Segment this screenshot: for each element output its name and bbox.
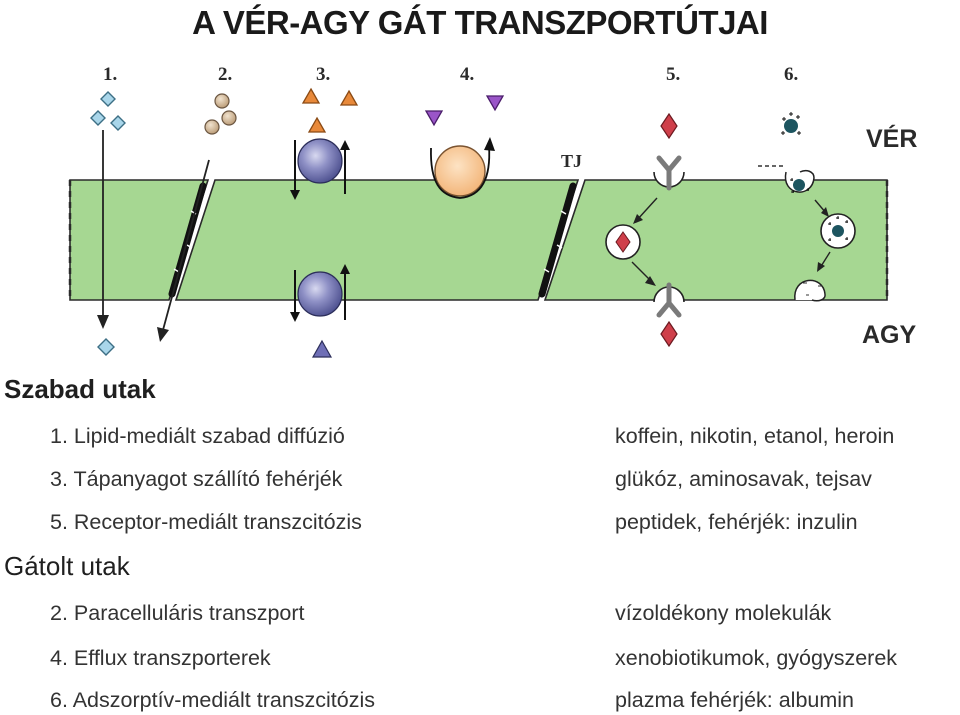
route-number-6: 6.: [784, 64, 798, 85]
route-2-paracellular: [157, 93, 237, 342]
route-number-1: 1.: [103, 64, 117, 85]
route-3-carrier-transport: [290, 87, 359, 358]
route-name: 3. Tápanyagot szállító fehérjék: [50, 467, 343, 491]
receptor-y-icon: [656, 282, 682, 318]
endothelial-cell-2: [174, 179, 580, 301]
tight-junction-label: TJ: [561, 151, 582, 171]
solute-diamond-icon: [100, 91, 116, 107]
route-examples: vízoldékony molekulák: [615, 601, 832, 625]
nutrient-triangle-icon: [339, 89, 359, 106]
route-5-receptor-transcytosis: [605, 112, 685, 348]
efflux-pump: [434, 145, 486, 197]
arrow-down-icon: [157, 327, 169, 342]
xenobiotic-triangle-icon: [424, 110, 444, 127]
route-examples: xenobiotikumok, gyógyszerek: [615, 646, 898, 670]
solute-diamond-icon: [97, 338, 115, 356]
route-examples: glükóz, aminosavak, tejsav: [615, 467, 872, 491]
solute-diamond-icon: [90, 110, 106, 126]
ligand-diamond-icon: [660, 320, 678, 348]
route-name: 5. Receptor-mediált transzcitózis: [50, 510, 362, 534]
free-routes-heading: Szabad utak: [4, 374, 156, 404]
route-examples: koffein, nikotin, etanol, heroin: [615, 424, 895, 448]
xenobiotic-triangle-icon: [485, 95, 505, 112]
endothelial-cell-layer: [69, 179, 888, 301]
carrier-protein-top: [297, 138, 343, 184]
route-4-efflux-transporter: [424, 95, 505, 199]
page-title: A VÉR-AGY GÁT TRANSZPORTÚTJAI: [192, 4, 768, 41]
route-name: 1. Lipid-mediált szabad diffúzió: [50, 424, 345, 448]
route-number-4: 4.: [460, 64, 474, 85]
route-name: 4. Efflux transzporterek: [50, 646, 271, 670]
ligand-diamond-icon: [660, 112, 678, 140]
tight-junction-2: [538, 182, 577, 298]
exocytosis-pit: [794, 279, 826, 302]
route-name: 2. Paracelluláris transzport: [50, 601, 305, 625]
route-examples: peptidek, fehérjék: inzulin: [615, 510, 858, 534]
arrow-down-icon: [97, 315, 109, 329]
route-1-lipid-diffusion: [90, 91, 126, 356]
carrier-protein-bottom: [297, 271, 343, 317]
brain-label: AGY: [862, 321, 917, 349]
bbb-transport-diagram: 1. 2. 3. 4. 5. 6. VÉR AGY TJ: [68, 64, 917, 358]
route-number-3: 3.: [316, 64, 330, 85]
blocked-routes-heading: Gátolt utak: [4, 551, 130, 581]
nutrient-triangle-icon: [311, 339, 333, 358]
receptor-y-icon: [656, 155, 682, 191]
nutrient-triangle-icon: [307, 116, 327, 133]
nutrient-triangle-icon: [301, 87, 321, 104]
route-number-5: 5.: [666, 64, 680, 85]
solute-diamond-icon: [110, 115, 126, 131]
route-examples: plazma fehérjék: albumin: [615, 688, 855, 712]
route-name: 6. Adszorptív-mediált transzcitózis: [50, 688, 376, 712]
route-6-adsorptive-transcytosis: [758, 112, 856, 302]
albumin-molecule-icon: [784, 119, 798, 133]
blood-label: VÉR: [866, 124, 917, 153]
route-number-2: 2.: [218, 64, 232, 85]
